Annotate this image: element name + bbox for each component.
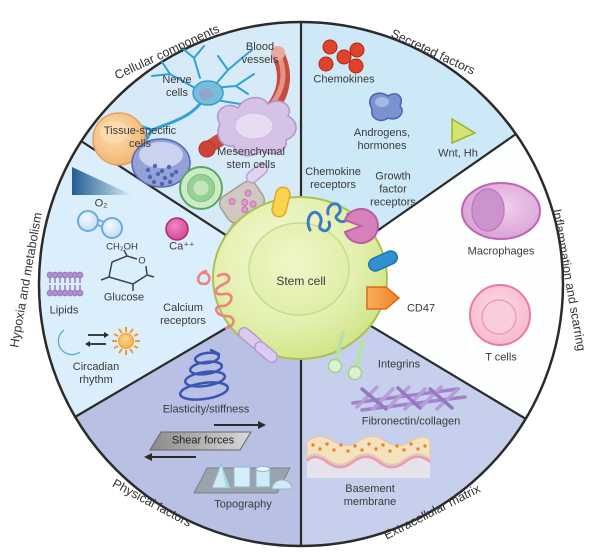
outer-rim — [37, 20, 565, 548]
purple-receptor-pair-icon — [238, 326, 278, 364]
blue-receptor-icon — [367, 250, 399, 272]
lipid-bilayer-icon — [46, 271, 84, 297]
lavender-receptor-icon — [245, 162, 269, 184]
androgens-hormones-icon — [369, 92, 403, 122]
green-ring-cell-icon — [179, 166, 223, 210]
calcium-receptor-icon — [196, 269, 235, 330]
stem-cell-body — [212, 196, 388, 360]
growth-factor-receptor-icon — [343, 208, 379, 244]
circadian-rhythm-icon — [57, 327, 140, 356]
sector-hypoxia-metabolism — [38, 141, 302, 417]
sector-extracellular-matrix — [301, 284, 526, 547]
cd47-receptor-icon — [366, 286, 401, 310]
wnt-hh-icon — [451, 117, 477, 145]
topography-icon — [193, 462, 293, 494]
blue-granule-cell-icon — [131, 138, 191, 188]
mesenchymal-stem-cell-icon — [217, 96, 297, 157]
yellow-receptor-icon — [271, 186, 291, 218]
basement-membrane-icon — [306, 436, 431, 478]
elasticity-coil-icon — [178, 348, 230, 401]
t-cell-icon — [469, 284, 531, 346]
chemokines-icon — [318, 39, 365, 74]
oxygen-gradient-icon — [72, 167, 132, 195]
moon-icon — [57, 329, 81, 356]
tissue-specific-cell-icon — [92, 112, 146, 166]
calcium-ion-icon — [165, 217, 189, 241]
shear-forces-icon — [144, 421, 266, 461]
fibronectin-collagen-icon — [351, 385, 467, 412]
sun-icon — [112, 327, 140, 355]
integrin-receptor-icon — [327, 331, 365, 381]
o2-molecule-icon — [77, 210, 123, 239]
macrophage-icon — [461, 182, 541, 240]
glucose-structure-icon — [100, 249, 155, 291]
